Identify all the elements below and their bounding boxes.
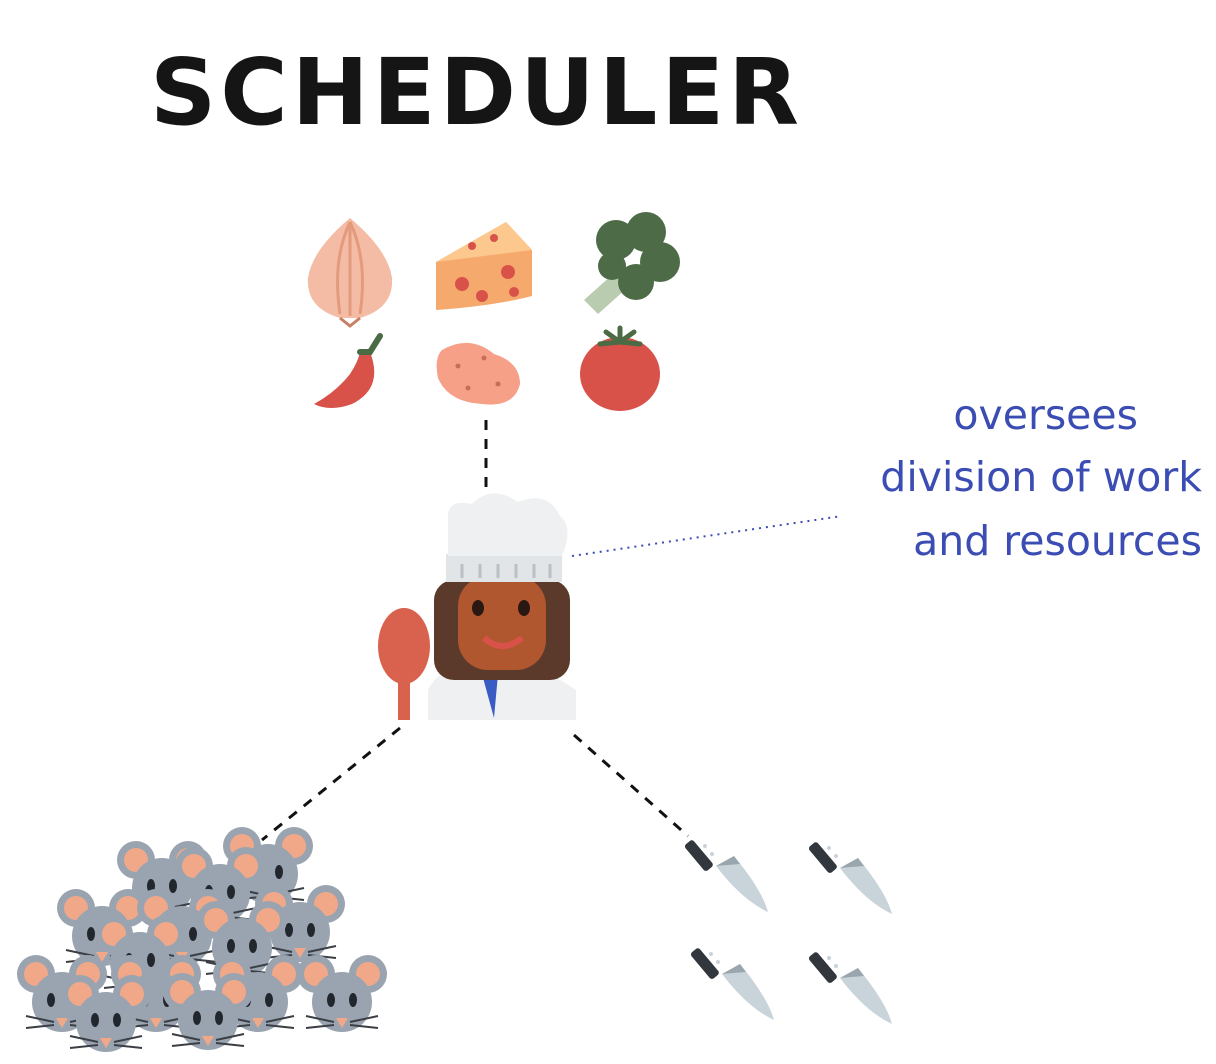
kitchen-knife-icon [807,841,892,914]
annotation-line-1: oversees [953,391,1138,439]
potato-icon [436,342,520,405]
connector-chef-workers [261,726,401,842]
page-title: SCHEDULER [150,39,804,146]
kitchen-knife-icon [689,947,774,1020]
annotation-leader-line [571,515,843,557]
annotation-line-2: division of work [880,453,1202,501]
mouse-icon [296,954,388,1033]
tomato-icon [580,325,660,411]
spoon-icon [378,608,430,720]
chef-icon [428,493,576,720]
connector-chef-tools [573,733,689,838]
worker-mice-group [16,826,388,1053]
tools-knives-group [683,839,892,1024]
hot-pepper-icon [314,333,383,408]
onion-icon [307,218,393,328]
kitchen-knife-icon [807,951,892,1024]
annotation-line-3: and resources [913,517,1202,565]
cheese-icon [436,222,532,310]
broccoli-icon [584,212,680,314]
kitchen-knife-icon [683,839,768,912]
